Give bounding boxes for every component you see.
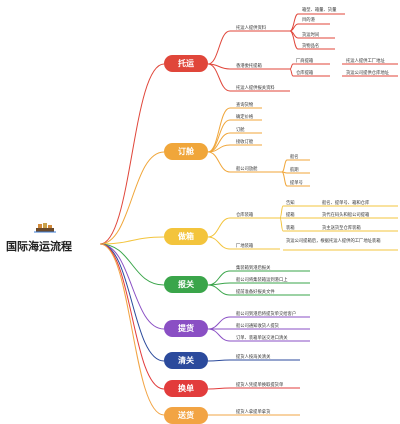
branch-tuoyun[interactable]: 托运 xyxy=(164,55,208,72)
tuoyun-item-0: 托运人提供资料 xyxy=(236,26,267,31)
leaf-connector-5-0 xyxy=(207,359,231,362)
leaf-connector-2-0 xyxy=(207,217,231,238)
root-connector-1 xyxy=(99,151,165,245)
branch-dingcang[interactable]: 订舱 xyxy=(164,143,208,160)
root-connector-0 xyxy=(99,63,165,245)
l3-fangcang-0 xyxy=(281,159,288,173)
leaf-connector-1-3 xyxy=(207,144,231,153)
l3-cangku-2 xyxy=(279,217,284,232)
root-connector-7 xyxy=(99,243,165,416)
branch-songhuo[interactable]: 送货 xyxy=(164,407,208,424)
branch-qingguan[interactable]: 清关 xyxy=(164,352,208,369)
root-connector-3 xyxy=(99,243,165,286)
tihuo-item-0: 船公司到港后将提货单交给客户 xyxy=(236,312,297,317)
tuoyun-detail-0: 箱型、箱量、货量 xyxy=(302,8,337,13)
branch-baoguan[interactable]: 报关 xyxy=(164,276,208,293)
leaf-connector-3-2 xyxy=(207,284,231,296)
leaf-connector-1-1 xyxy=(207,119,231,153)
l3-fangcang-2 xyxy=(281,171,288,187)
root-connector-2 xyxy=(99,236,165,245)
tuoyun-detail-3: 货物品名 xyxy=(302,44,320,49)
l3-cangku-0 xyxy=(279,205,284,219)
cangku-detail-2: 货主送货至仓库装箱 xyxy=(322,226,361,231)
l3-tixiang-1 xyxy=(289,68,294,77)
baoguan-item-2: 提前准备好报关文件 xyxy=(236,290,275,295)
cangku-detail-0: 船名、提单号、箱和仓库 xyxy=(322,201,370,206)
leaf-connector-0-0 xyxy=(207,30,231,65)
l3-tixiang-0 xyxy=(289,63,294,70)
tuoyun-detail-1: 目的港 xyxy=(302,18,315,23)
cangku-0: 告知 xyxy=(286,201,295,206)
tuoyun-item-1: 香港委托提箱 xyxy=(236,64,262,69)
fangcang-0: 船名 xyxy=(290,155,299,160)
root-connector-4 xyxy=(99,243,165,330)
leaf-connector-1-4 xyxy=(207,151,231,173)
dingcang-item-3: 接收订舱 xyxy=(236,140,254,145)
cangku-2: 装箱 xyxy=(286,226,295,231)
cangku-detail-1: 货代在码头和船公司提箱 xyxy=(322,213,370,218)
tihuo-item-2: 订单、装箱单送交进口清关 xyxy=(236,336,288,341)
dingcang-item-4: 船公司放舱 xyxy=(236,167,258,172)
root-connector-6 xyxy=(99,243,165,390)
tixiang-detail-1: 货运公司提供仓库地址 xyxy=(346,71,389,76)
changdi-detail: 货运公司提箱后，根据托运人提供的工厂地址装箱 xyxy=(286,239,381,244)
dingcang-item-0: 查询货物 xyxy=(236,103,254,108)
zuoxiang-item-1: 厂地装箱 xyxy=(236,244,254,249)
dingcang-item-1: 确定价格 xyxy=(236,115,254,120)
fangcang-2: 提单号 xyxy=(290,181,303,186)
root-title: 国际海运流程 xyxy=(6,240,72,253)
huandan-item-0: 提货人凭提单换取提货单 xyxy=(236,383,284,388)
branch-huandan[interactable]: 换单 xyxy=(164,380,208,397)
dingcang-item-2: 订舱 xyxy=(236,128,245,133)
baoguan-item-1: 船公司将集装箱运到港口上 xyxy=(236,278,288,283)
root-connector-5 xyxy=(99,243,165,362)
leaf-connector-2-1 xyxy=(207,236,231,250)
qingguan-item-0: 提货人按海关清关 xyxy=(236,355,271,360)
branch-tihuo[interactable]: 提货 xyxy=(164,320,208,337)
tixiang-1: 仓库提箱 xyxy=(296,71,314,76)
baoguan-item-0: 集装箱到港后报关 xyxy=(236,266,271,271)
l3-tuoyun-3 xyxy=(289,30,299,50)
tuoyun-item-2: 托运人提供报关资料 xyxy=(236,86,275,91)
leaf-connector-4-0 xyxy=(207,316,231,330)
tixiang-0: 厂商提箱 xyxy=(296,59,314,64)
tuoyun-detail-2: 货运时间 xyxy=(302,33,320,38)
songhuo-item-0: 提货人拿提单拿货 xyxy=(236,410,271,415)
tixiang-detail-0: 托运人提供工厂地址 xyxy=(346,59,385,64)
leaf-connector-0-2 xyxy=(207,63,231,92)
leaf-connector-4-2 xyxy=(207,328,231,342)
cangku-1: 提箱 xyxy=(286,213,295,218)
fangcang-1: 航期 xyxy=(290,168,299,173)
branch-zuoxiang[interactable]: 做箱 xyxy=(164,228,208,245)
ship-icon xyxy=(34,223,56,233)
tihuo-item-1: 船公司通知收货人提货 xyxy=(236,324,279,329)
zuoxiang-item-0: 仓库装箱 xyxy=(236,213,254,218)
leaf-connector-6-0 xyxy=(207,387,231,390)
